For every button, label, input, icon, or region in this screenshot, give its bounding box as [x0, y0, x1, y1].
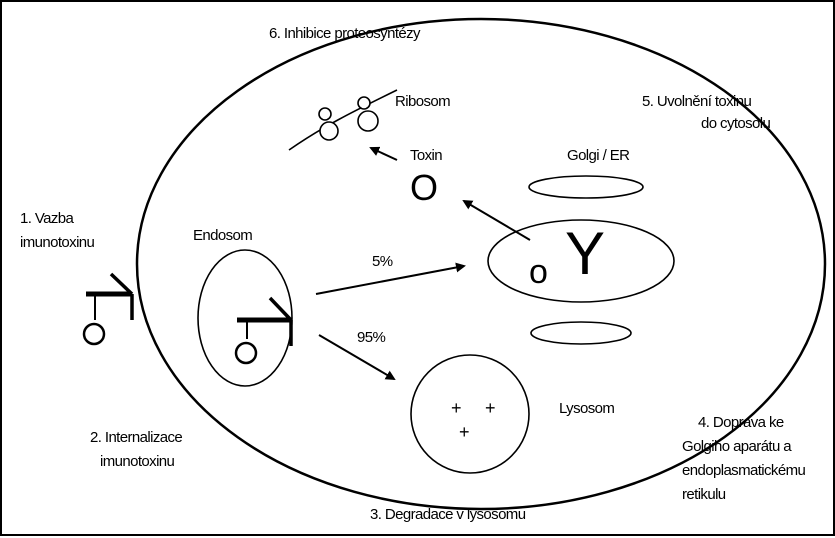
lysosome-plus-2: +	[485, 398, 496, 418]
golgi-er-top	[529, 176, 643, 198]
pct5-label: 5%	[372, 253, 393, 270]
step4-label-line3: endoplasmatickému	[682, 462, 805, 479]
immunotoxin-in-endosome	[236, 298, 292, 363]
endosom-label: Endosom	[193, 227, 252, 244]
step4-label-line1: 4. Doprava ke	[698, 414, 784, 431]
mrna-strand	[289, 90, 397, 150]
step4-label-line2: Golgiho aparátu a	[682, 438, 792, 455]
arrow-endosome-to-golgi	[316, 266, 464, 294]
step1-label-line1: 1. Vazba	[20, 210, 75, 227]
toxin-symbol: O	[410, 167, 438, 208]
antibody-in-golgi: Y	[565, 220, 605, 287]
toxin-in-golgi: o	[529, 253, 548, 291]
step6-label: 6. Inhibice proteosyntézy	[269, 25, 421, 42]
step1-label-line2: imunotoxinu	[20, 234, 95, 251]
toxin-label: Toxin	[410, 147, 442, 164]
step2-label-line1: 2. Internalizace	[90, 429, 182, 446]
step2-label-line2: imunotoxinu	[100, 453, 175, 470]
lysosome-plus-1: +	[451, 398, 462, 418]
arrow-toxin-to-ribosome	[371, 148, 397, 160]
lysosome	[411, 355, 529, 473]
ribosome-large-subunit-2	[358, 111, 378, 131]
step3-label: 3. Degradace v lysosomu	[370, 506, 526, 523]
ribosome-large-subunit-1	[320, 122, 338, 140]
ribosome	[289, 90, 397, 150]
pct95-label: 95%	[357, 329, 385, 346]
lysosom-label: Lysosom	[559, 400, 614, 417]
lysosome-plus-3: +	[459, 422, 470, 442]
step4-label-line4: retikulu	[682, 486, 726, 503]
golgi-er-bottom	[531, 322, 631, 344]
immunotoxin-binding	[84, 274, 132, 344]
ribosom-label: Ribosom	[395, 93, 450, 110]
ribosome-small-subunit-2	[358, 97, 370, 109]
ribosome-small-subunit-1	[319, 108, 331, 120]
arrow-golgi-to-toxin	[464, 201, 530, 240]
golgi-er-label: Golgi / ER	[567, 147, 630, 164]
step5-label-line1: 5. Uvolnění toxinu	[642, 93, 752, 110]
step5-label-line2: do cytosolu	[701, 115, 771, 132]
